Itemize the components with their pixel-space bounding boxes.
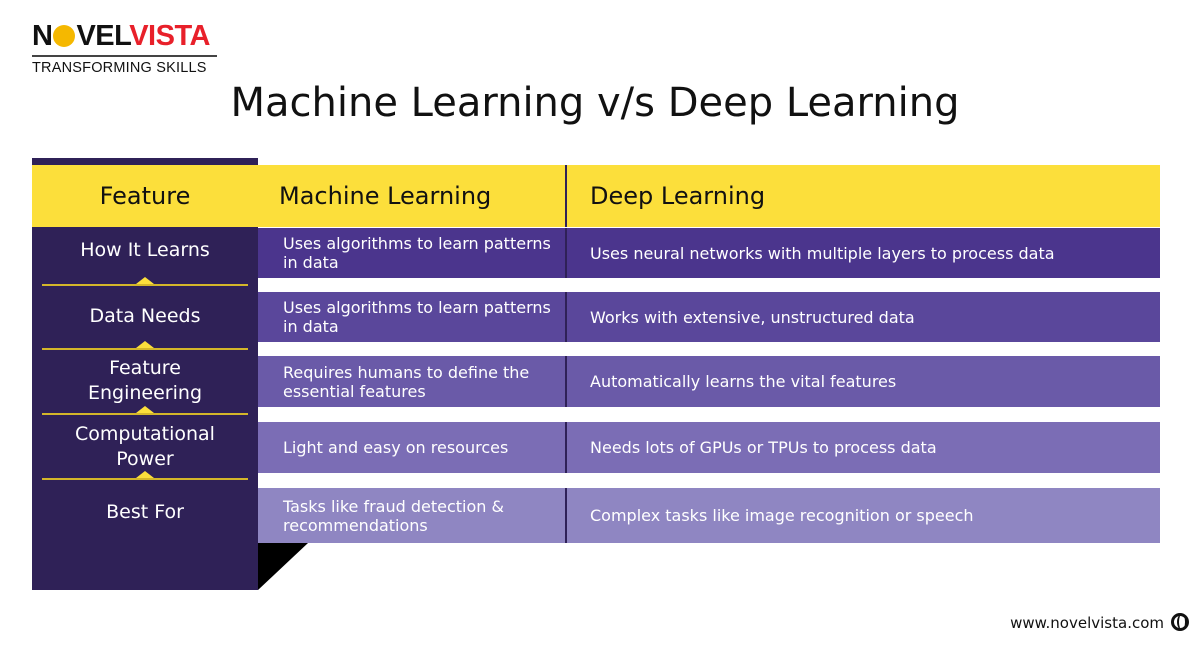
feature-column-background [32,158,258,590]
column-divider [565,422,567,473]
feature-label: Feature Engineering [88,357,202,404]
ml-cell: Tasks like fraud detection & recommendat… [283,488,563,543]
feature-label: Data Needs [89,305,201,327]
row-separator [42,406,248,415]
logo-tagline: TRANSFORMING SKILLS [32,60,207,76]
row-separator [42,471,248,480]
ml-cell: Uses algorithms to learn patterns in dat… [283,292,563,342]
header-machine-learning: Machine Learning [279,182,492,210]
table-row: Requires humans to define the essential … [258,356,1160,407]
table-row: Uses algorithms to learn patterns in dat… [258,292,1160,342]
dl-text: Automatically learns the vital features [590,372,897,391]
column-divider [565,292,567,342]
header-deep-learning: Deep Learning [590,182,766,210]
dl-text: Works with extensive, unstructured data [590,307,915,327]
globe-icon [1171,613,1189,631]
table-row: Uses algorithms to learn patterns in dat… [258,228,1160,278]
table-row: Light and easy on resources Needs lots of… [258,422,1160,473]
feature-label: Best For [106,501,184,523]
logo-divider [32,55,217,57]
medal-icon [53,25,76,47]
logo-text-red: VISTA [129,20,210,52]
column-divider [565,356,567,407]
table-header: Feature Machine Learning Deep Learning [32,165,1160,227]
header-feature: Feature [99,182,191,210]
column-divider [565,488,567,543]
website-url[interactable]: www.novelvista.com [1010,614,1164,632]
logo-letter: N [32,20,53,52]
dl-cell: Uses neural networks with multiple layer… [590,228,1150,278]
column-divider [565,228,567,278]
feature-label: Computational Power [75,423,215,470]
dl-text: Needs lots of GPUs or TPUs to process da… [590,438,937,457]
dl-text: Uses neural networks with multiple layer… [590,243,1055,263]
ml-text: Requires humans to define the essential … [283,362,530,401]
dl-cell: Needs lots of GPUs or TPUs to process da… [590,422,1150,473]
decorative-corner-triangle [258,543,308,590]
ml-cell: Light and easy on resources [283,422,563,473]
row-separator [42,277,248,286]
novelvista-logo: N VELVISTA TRANSFORMING SKILLS [32,20,217,76]
ml-text: Tasks like fraud detection & recommendat… [283,496,504,535]
dl-cell: Automatically learns the vital features [590,356,1150,407]
feature-label: How It Learns [80,239,210,261]
row-separator [42,341,248,350]
dl-cell: Works with extensive, unstructured data [590,292,1150,342]
page-title: Machine Learning v/s Deep Learning [230,80,960,126]
logo-text-dark: VEL [76,20,130,52]
ml-text: Light and easy on resources [283,438,509,457]
dl-cell: Complex tasks like image recognition or … [590,488,1150,543]
dl-text: Complex tasks like image recognition or … [590,506,974,525]
header-divider [565,165,567,227]
ml-cell: Uses algorithms to learn patterns in dat… [283,228,563,278]
table-row: Tasks like fraud detection & recommendat… [258,488,1160,543]
ml-text: Uses algorithms to learn patterns in dat… [283,234,551,272]
ml-text: Uses algorithms to learn patterns in dat… [283,298,551,336]
ml-cell: Requires humans to define the essential … [283,356,563,407]
